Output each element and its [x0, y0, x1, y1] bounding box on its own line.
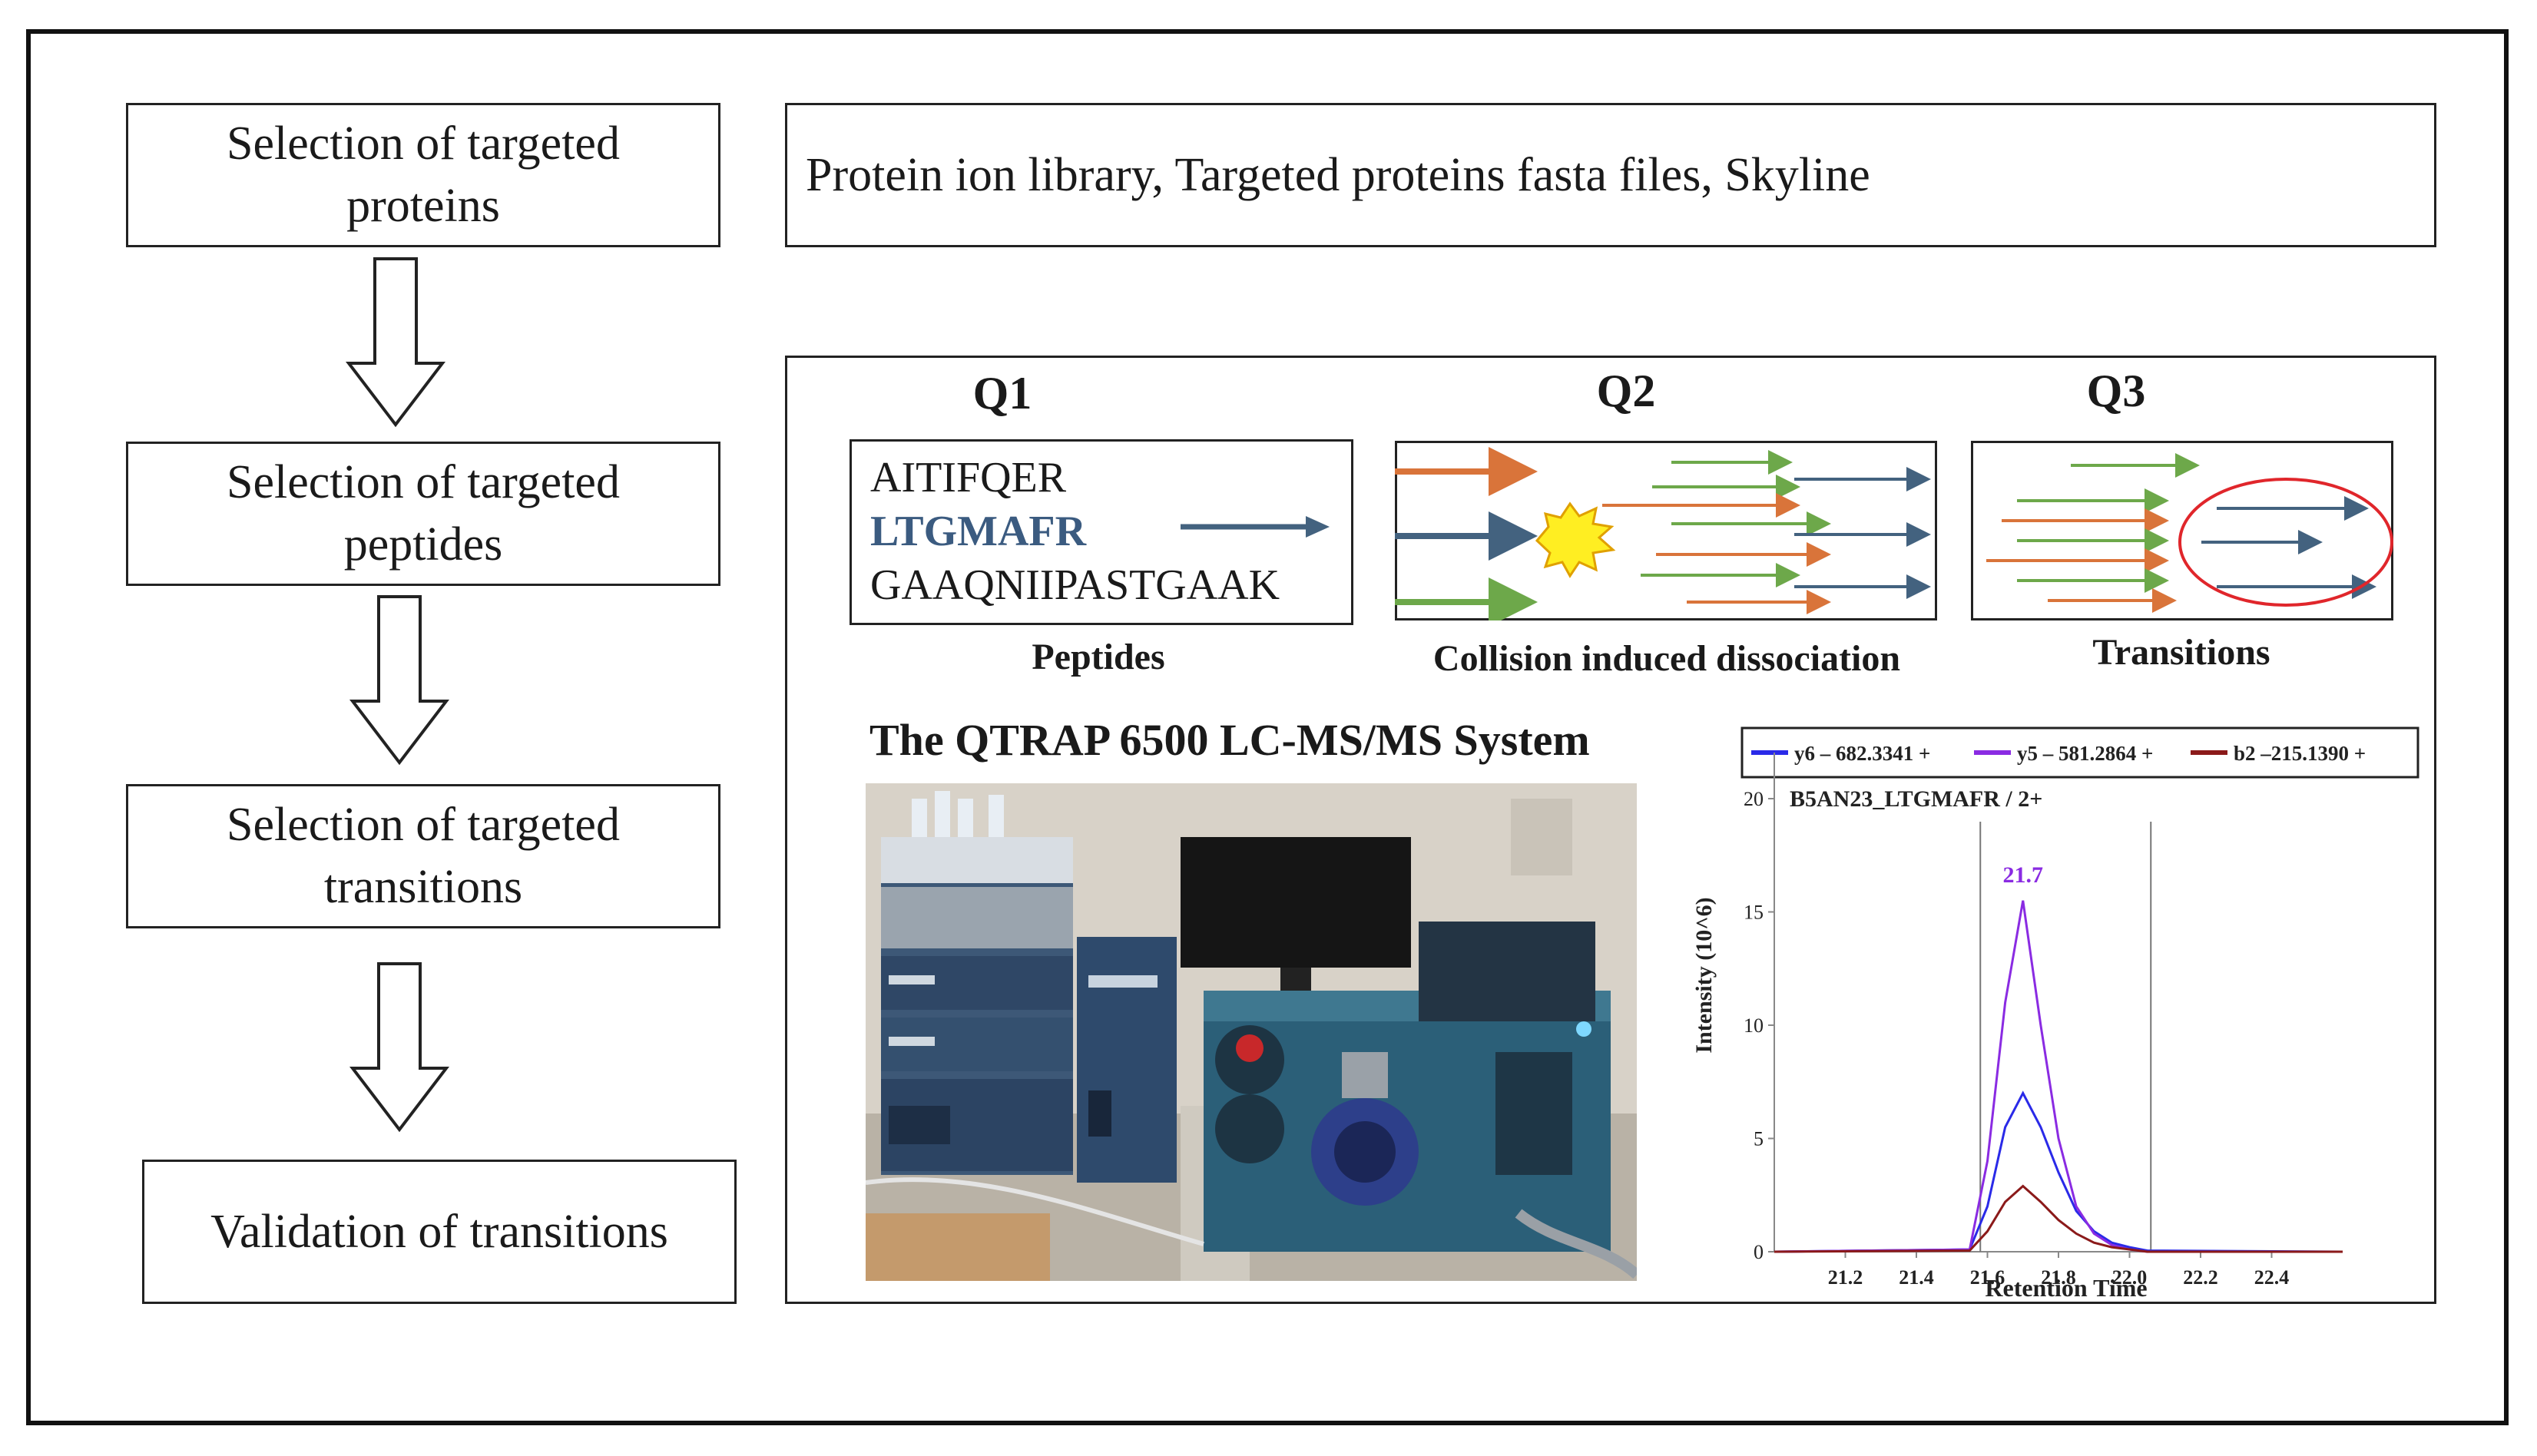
transition-filter: [1971, 441, 2393, 620]
cid-caption: Collision induced dissociation: [1432, 638, 1901, 679]
peptide-3: GAAQNIIPASTGAAK: [870, 561, 1280, 609]
chart-legend: y6 – 682.3341 + y5 – 581.2864 + b2 –215.13…: [1740, 726, 2419, 779]
x-tick-label: 22.0: [2112, 1266, 2148, 1289]
q2-label: Q2: [1596, 366, 1656, 416]
hplc-stack: [881, 791, 1073, 1175]
lcms-instrument-photo: [866, 783, 1637, 1281]
y-tick-label: 0: [1754, 1241, 1764, 1263]
x-tick-label: 21.4: [1899, 1266, 1934, 1289]
down-arrow-icon: [346, 257, 445, 428]
collision-cell: [1395, 441, 1937, 620]
monitor: [1181, 837, 1411, 991]
transitions-caption: Transitions: [2092, 632, 2270, 673]
plot-area: 0 5 10 15 20 21.2 21.4 21.6 21.8 22.0 22.2 22.4 21.7: [1744, 753, 2343, 1289]
legend-label: y6 – 682.3341 +: [1794, 742, 1930, 765]
resources-box: Protein ion library, Targeted proteins f…: [785, 103, 2436, 247]
selected-transitions-ellipse: [2178, 478, 2393, 607]
down-arrow-icon: [349, 595, 449, 766]
peptide-list: AITIFQER LTGMAFR GAAQNIIPASTGAAK: [850, 439, 1353, 625]
selection-arrow-icon: [1181, 516, 1330, 538]
y-tick-label: 20: [1744, 788, 1764, 810]
starburst-icon: [1535, 501, 1616, 578]
legend-box: [1740, 726, 2419, 779]
q1-label: Q1: [972, 368, 1032, 419]
mass-spectrometer: [1204, 922, 1611, 1252]
step-validation: Validation of transitions: [142, 1160, 737, 1304]
peptide-2-selected: LTGMAFR: [870, 508, 1087, 555]
legend-label: y5 – 581.2864 +: [2017, 742, 2153, 765]
y-tick-label: 10: [1744, 1014, 1764, 1037]
chart-title: B5AN23_LTGMAFR / 2+: [1790, 786, 2042, 812]
figure-frame: [26, 29, 2509, 1425]
x-tick-label: 21.2: [1828, 1266, 1863, 1289]
peptide-1: AITIFQER: [870, 454, 1067, 501]
y-axis-label: Intensity (10^6): [1691, 897, 1717, 1053]
autosampler: [1077, 937, 1177, 1183]
step-select-peptides: Selection of targeted peptides: [126, 442, 720, 586]
x-tick-label: 21.8: [2041, 1266, 2076, 1289]
q3-label: Q3: [2086, 366, 2146, 416]
legend-label: b2 –215.1390 +: [2234, 742, 2366, 765]
system-title: The QTRAP 6500 LC-MS/MS System: [869, 715, 1590, 765]
down-arrow-icon: [349, 962, 449, 1133]
x-tick-label: 22.2: [2183, 1266, 2218, 1289]
x-tick-label: 21.6: [1970, 1266, 2005, 1289]
x-tick-label: 22.4: [2254, 1266, 2290, 1289]
series-line-2: [1774, 900, 2343, 1253]
peptides-caption: Peptides: [1032, 637, 1165, 677]
peak-label: 21.7: [2003, 862, 2044, 888]
step-select-transitions: Selection of targeted transitions: [126, 784, 720, 928]
chromatogram-chart: y6 – 682.3341 + y5 – 581.2864 + b2 –215.13…: [1691, 726, 2419, 1298]
series-line-3: [1774, 1184, 2343, 1253]
x-axis-label: Retention Time: [1985, 1274, 2147, 1298]
y-tick-label: 5: [1754, 1128, 1764, 1150]
step-select-proteins: Selection of targeted proteins: [126, 103, 720, 247]
series-line-1: [1774, 1090, 2343, 1253]
y-tick-label: 15: [1744, 902, 1764, 924]
